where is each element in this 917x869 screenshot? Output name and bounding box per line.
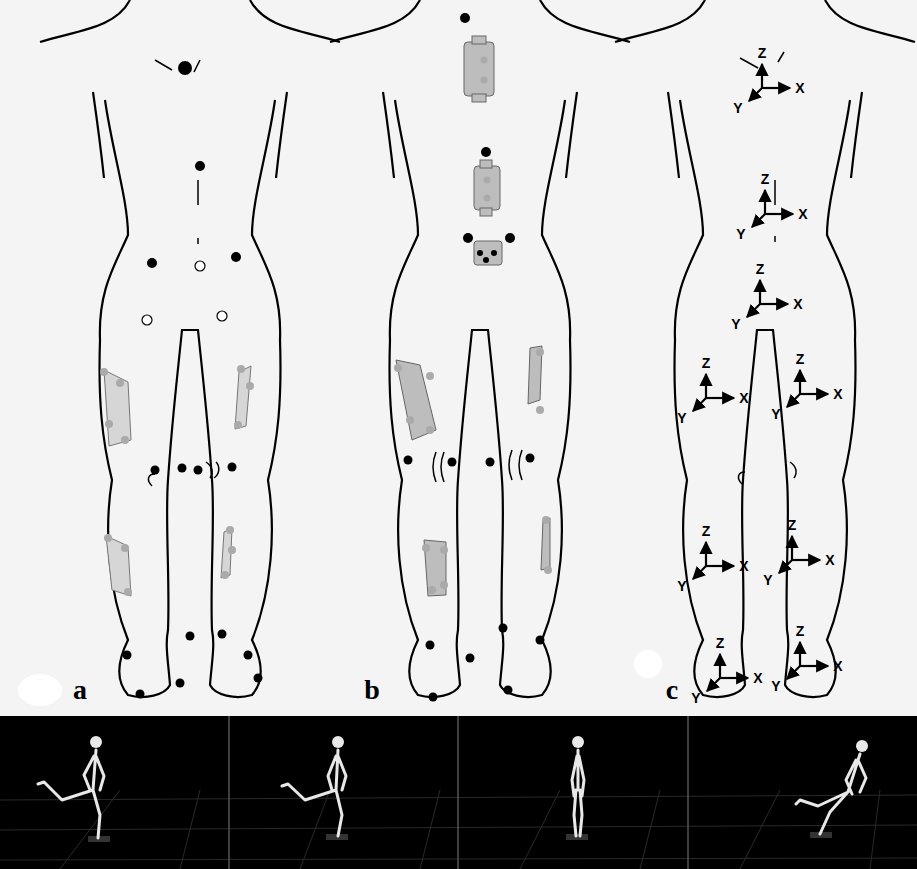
axis-label: Z bbox=[796, 624, 805, 638]
axis-label: Y bbox=[771, 407, 780, 421]
axis-label: Z bbox=[761, 172, 770, 186]
axis-label: Y bbox=[733, 101, 742, 115]
panel-letter: c bbox=[666, 676, 678, 704]
axis-label: X bbox=[793, 297, 802, 311]
axis-label: X bbox=[739, 559, 748, 573]
axis-label: Z bbox=[702, 524, 711, 538]
axis-label: X bbox=[739, 391, 748, 405]
panel-letter: b bbox=[364, 676, 380, 704]
axis-label: X bbox=[825, 553, 834, 567]
axis-label: X bbox=[833, 387, 842, 401]
axis-label: Z bbox=[702, 356, 711, 370]
axis-label: Z bbox=[716, 636, 725, 650]
axis-label: Y bbox=[731, 317, 740, 331]
axis-label: Y bbox=[771, 679, 780, 693]
axis-label: Y bbox=[677, 579, 686, 593]
axis-label: Y bbox=[691, 691, 700, 705]
panel-letter: a bbox=[73, 676, 87, 704]
axis-label: X bbox=[795, 81, 804, 95]
axis-label: Y bbox=[736, 227, 745, 241]
axis-label: Z bbox=[788, 518, 797, 532]
axis-label: Y bbox=[763, 573, 772, 587]
axis-label: X bbox=[833, 659, 842, 673]
axis-label: Y bbox=[677, 411, 686, 425]
axis-label: Z bbox=[756, 262, 765, 276]
axis-label: X bbox=[753, 671, 762, 685]
axis-label: Z bbox=[796, 352, 805, 366]
axis-label: Z bbox=[758, 46, 767, 60]
axis-label: X bbox=[798, 207, 807, 221]
